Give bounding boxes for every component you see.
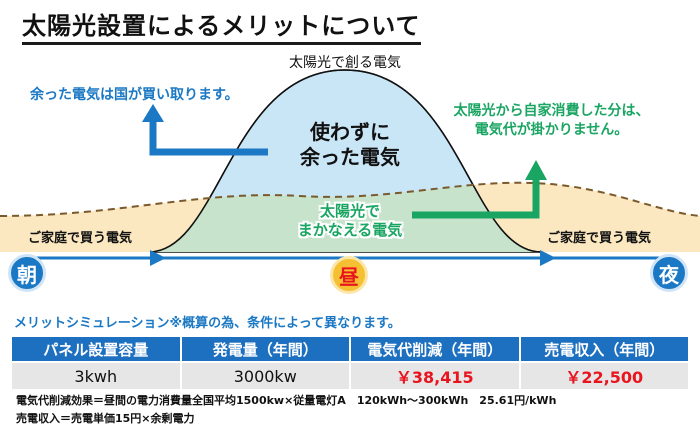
surplus-sold-arrowhead [142, 104, 164, 122]
column-header: 売電収入（年間） [518, 335, 690, 363]
covered-electricity-line2: まかなえる電気 [297, 221, 403, 239]
self-use-arrow [412, 178, 540, 219]
self-use-arrowhead [525, 160, 547, 180]
covered-electricity-line1: 太陽光で [319, 202, 380, 220]
savings-note: 電気代削減効果＝昼間の電力消費量全国平均1500kw×従量電灯A 120kWh～… [16, 394, 557, 407]
morning-circle: 朝 [8, 254, 46, 292]
surplus-electricity-label: 使わずに 余った電気 [280, 120, 420, 170]
morning-label: 朝 [17, 262, 37, 287]
solar-covered-area [150, 182, 540, 252]
sale-income-cell: ￥22,500 [518, 361, 690, 391]
bought-electricity-left-label: ご家庭で買う電気 [28, 231, 133, 246]
simulation-table: パネル設置容量 発電量（年間） 電気代削減（年間） 売電収入（年間） 3kwh … [10, 335, 690, 391]
solar-curve-outline [149, 69, 541, 253]
consumption-dashed-line [0, 181, 700, 217]
noon-label: 昼 [339, 264, 359, 289]
surplus-sold-arrow [149, 120, 268, 156]
surplus-electricity-line1: 使わずに [310, 120, 390, 144]
income-note: 売電収入＝売電単価15円×余剰電力 [16, 412, 195, 425]
page-title: 太陽光設置によるメリットについて [22, 6, 421, 45]
night-label: 夜 [659, 262, 679, 287]
panel-capacity-cell: 3kwh [10, 361, 182, 391]
solar-curve-label: 太陽光で創る電気 [289, 55, 401, 71]
self-use-label: 太陽光から自家消費した分は、 電気代が掛かりません。 [424, 102, 679, 140]
simulation-value-row: 3kwh 3000kw ￥38,415 ￥22,500 [10, 361, 690, 391]
simulation-heading: メリットシミュレーション※概算の為、条件によって異なります。 [14, 316, 401, 331]
timeline-arrow-left [150, 250, 166, 266]
simulation-header-row: パネル設置容量 発電量（年間） 電気代削減（年間） 売電収入（年間） [10, 335, 690, 363]
generation-cell: 3000kw [179, 361, 351, 391]
surplus-sold-label: 余った電気は国が買い取ります。 [30, 87, 239, 103]
noon-circle: 昼 [330, 256, 368, 294]
column-header: 発電量（年間） [179, 335, 351, 363]
column-header: 電気代削減（年間） [349, 335, 521, 363]
column-header: パネル設置容量 [10, 335, 182, 363]
surplus-electricity-line2: 余った電気 [300, 145, 400, 169]
bought-electricity-right-label: ご家庭で買う電気 [547, 231, 652, 246]
covered-electricity-label: 太陽光で まかなえる電気 [275, 202, 425, 240]
self-use-label-line2: 電気代が掛かりません。 [474, 122, 629, 138]
timeline-arrow-right [540, 250, 556, 266]
night-circle: 夜 [650, 254, 688, 292]
self-use-label-line1: 太陽光から自家消費した分は、 [453, 103, 650, 119]
bill-savings-cell: ￥38,415 [349, 361, 521, 391]
